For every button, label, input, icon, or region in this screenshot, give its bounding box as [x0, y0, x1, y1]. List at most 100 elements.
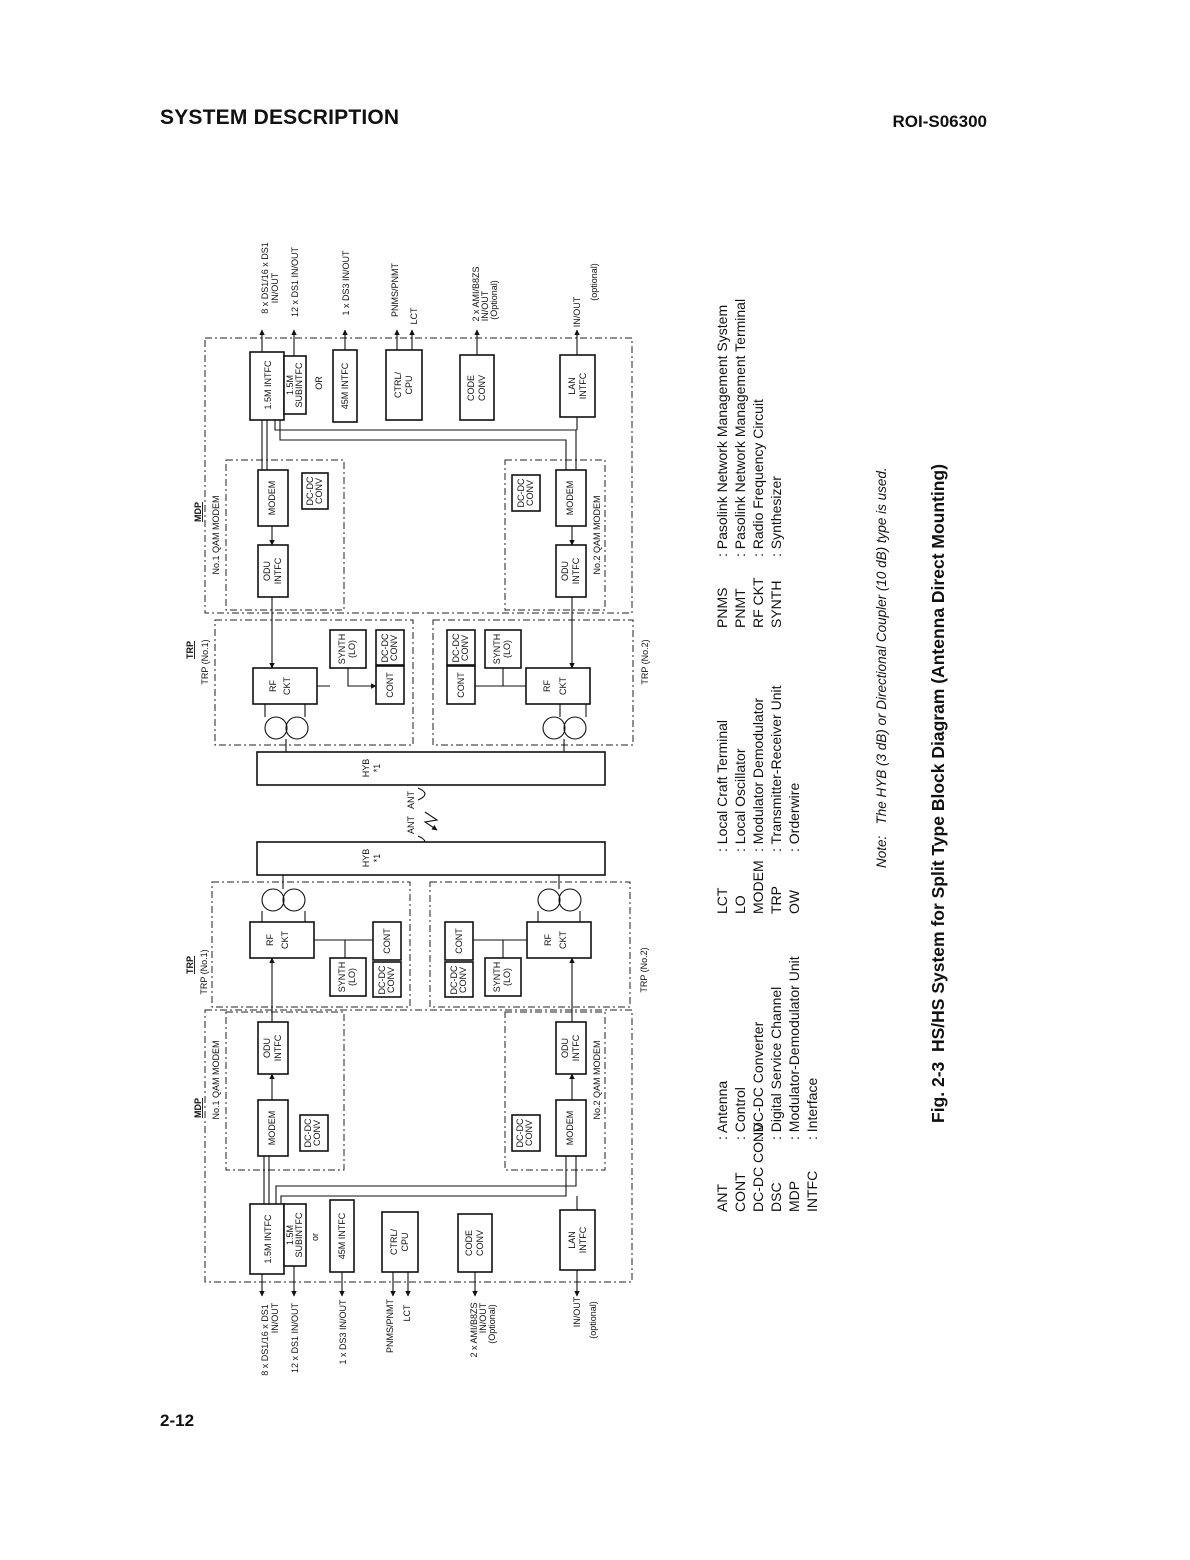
- modem2-odu-block: [555, 1021, 587, 1075]
- io-pnms: PNMS/PNMT: [385, 1298, 395, 1353]
- legend-def: : Synthesizer: [768, 476, 784, 557]
- ctrl-cpu-block: [381, 1211, 419, 1273]
- trp2-rf-block: [526, 921, 592, 959]
- legend-abbr: SYNTH: [768, 581, 784, 628]
- trp1-synth-a: SYNTH: [337, 962, 347, 993]
- section-header: SYSTEM DESCRIPTION: [160, 106, 400, 129]
- modem1-frame: [225, 1011, 345, 1171]
- trp2-synth-b: (LO): [502, 968, 512, 986]
- sub-label-a: 1.5M: [285, 375, 295, 395]
- trp-label: TRP: [185, 641, 195, 659]
- legend-abbr: RF CKT: [750, 577, 766, 628]
- trp1-frame: [214, 619, 414, 746]
- intfc-1-5m-label: 1.5M INTFC: [263, 1214, 273, 1264]
- ant-label: ANT: [406, 815, 416, 834]
- modem1-dcdc-block: [301, 472, 329, 510]
- modem2-frame-label: No.2 QAM MODEM: [592, 495, 602, 574]
- trp2-rf-a: RF: [542, 680, 552, 692]
- ctrl-cpu-block: [385, 349, 423, 421]
- trp1-dcdc-b: CONV: [386, 967, 396, 993]
- legend-def: : Local Craft Terminal: [714, 720, 730, 852]
- io-ami-a: 2 x AMI/B8ZS: [469, 1302, 479, 1357]
- legend-abbr: PNMT: [732, 588, 748, 628]
- legend-abbr: PNMS: [714, 588, 730, 628]
- trp1-rf-b: CKT: [280, 930, 290, 949]
- trp2-dcdc-b: CONV: [460, 635, 470, 661]
- legend-def: : Interface: [804, 1078, 820, 1140]
- legend-abbr: INTFC: [804, 1171, 820, 1212]
- ctrl-label-a: CTRL/: [389, 1229, 399, 1256]
- trp1-cont: CONT: [385, 672, 395, 698]
- modem2-dcdc-b: CONV: [525, 480, 535, 506]
- trp2-frame: [432, 619, 634, 746]
- modem1-dcdc-b: CONV: [314, 478, 324, 504]
- lan-label-a: LAN: [567, 377, 577, 395]
- page-number: 2-12: [160, 1411, 195, 1430]
- trp1-dcdc-a: DC-DC: [377, 965, 387, 994]
- io-pnms: PNMS/PNMT: [390, 262, 400, 317]
- sub-label-a: 1.5M: [285, 1225, 295, 1245]
- legend-def: : Digital Service Channel: [768, 987, 784, 1140]
- hyb-label-a: HYB: [361, 759, 371, 778]
- legend-abbr: LO: [732, 895, 748, 914]
- trp2-synth-block: [484, 629, 522, 669]
- modem2-label: MODEM: [565, 481, 575, 516]
- legend-def: : DC-DC Converter: [750, 1021, 766, 1140]
- io-ami-a: 2 x AMI/B8ZS: [471, 266, 481, 321]
- modem2-block: [555, 469, 587, 527]
- trp2-cont: CONT: [454, 928, 464, 954]
- legend-abbr: ANT: [714, 1184, 730, 1212]
- trp2-cont: CONT: [456, 672, 466, 698]
- trp1-synth-block: [329, 957, 367, 997]
- subintfc-block: [283, 355, 307, 415]
- modem1-odu-block: [257, 1021, 289, 1075]
- trp2-cont-block: [444, 921, 474, 961]
- modem1-frame: [225, 459, 345, 611]
- trp2-rf-a: RF: [543, 934, 553, 946]
- intfc-45m-label: 45M INTFC: [340, 362, 350, 409]
- sub-label-b: SUBINTFC: [294, 1212, 304, 1258]
- io-lan-a: IN/OUT: [572, 1296, 582, 1327]
- code-label-b: CONV: [477, 375, 487, 401]
- hyb-block: [256, 751, 606, 786]
- modem2-label: MODEM: [565, 1111, 575, 1146]
- trp2-dcdc-b: CONV: [458, 967, 468, 993]
- circulator-icon: [264, 716, 288, 740]
- io-ds1-a: 8 x DS1/16 x DS1: [260, 1304, 270, 1376]
- circulator-icon: [285, 716, 309, 740]
- lan-intfc-block: [559, 354, 596, 418]
- trp1-frame-label: TRP (No.1): [200, 639, 210, 684]
- legend: ANT : Antenna CONT : Control DC-DC CONV …: [714, 299, 820, 1212]
- subintfc-block: [283, 1203, 307, 1267]
- io-ds1-12: 12 x DS1 IN/OUT: [290, 1302, 300, 1373]
- trp2-frame-label: TRP (No.2): [640, 639, 650, 684]
- trp2-synth-a: SYNTH: [492, 962, 502, 993]
- sub-label-b: SUBINTFC: [294, 362, 304, 408]
- modem1-odu-a: ODU: [262, 1038, 272, 1058]
- io-lct: LCT: [409, 307, 419, 325]
- modem2-frame-label: No.2 QAM MODEM: [592, 1040, 602, 1119]
- modem2-dcdc-a: DC-DC: [515, 1118, 525, 1147]
- legend-abbr: DSC: [768, 1182, 784, 1212]
- intfc-45m-label: 45M INTFC: [337, 1212, 347, 1259]
- modem2-dcdc-block: [511, 474, 541, 512]
- io-ds3: 1 x DS3 IN/OUT: [341, 250, 351, 316]
- legend-abbr: CONT: [732, 1172, 748, 1212]
- lan-label-a: LAN: [567, 1231, 577, 1249]
- legend-abbr: MDP: [786, 1181, 802, 1212]
- modem1-label: MODEM: [267, 1111, 277, 1146]
- trp1-rf-a: RF: [268, 680, 278, 692]
- io-ds1-12: 12 x DS1 IN/OUT: [290, 246, 300, 317]
- trp1-synth-b: (LO): [347, 640, 357, 658]
- circulator-icon: [282, 888, 306, 912]
- trp1-dcdc-b: CONV: [389, 635, 399, 661]
- trp2-synth-a: SYNTH: [492, 634, 502, 665]
- trp2-cont-block: [446, 665, 476, 705]
- hyb-label-b: *1: [372, 854, 382, 863]
- legend-col2: LCT : Local Craft Terminal LO : Local Os…: [714, 685, 802, 914]
- code-label-b: CONV: [475, 1230, 485, 1256]
- trp2-synth-b: (LO): [502, 640, 512, 658]
- modem1-frame-label: No.1 QAM MODEM: [211, 1040, 221, 1119]
- figure-note: Note: The HYB (3 dB) or Directional Coup…: [874, 467, 889, 868]
- modem1-frame-label: No.1 QAM MODEM: [211, 495, 221, 574]
